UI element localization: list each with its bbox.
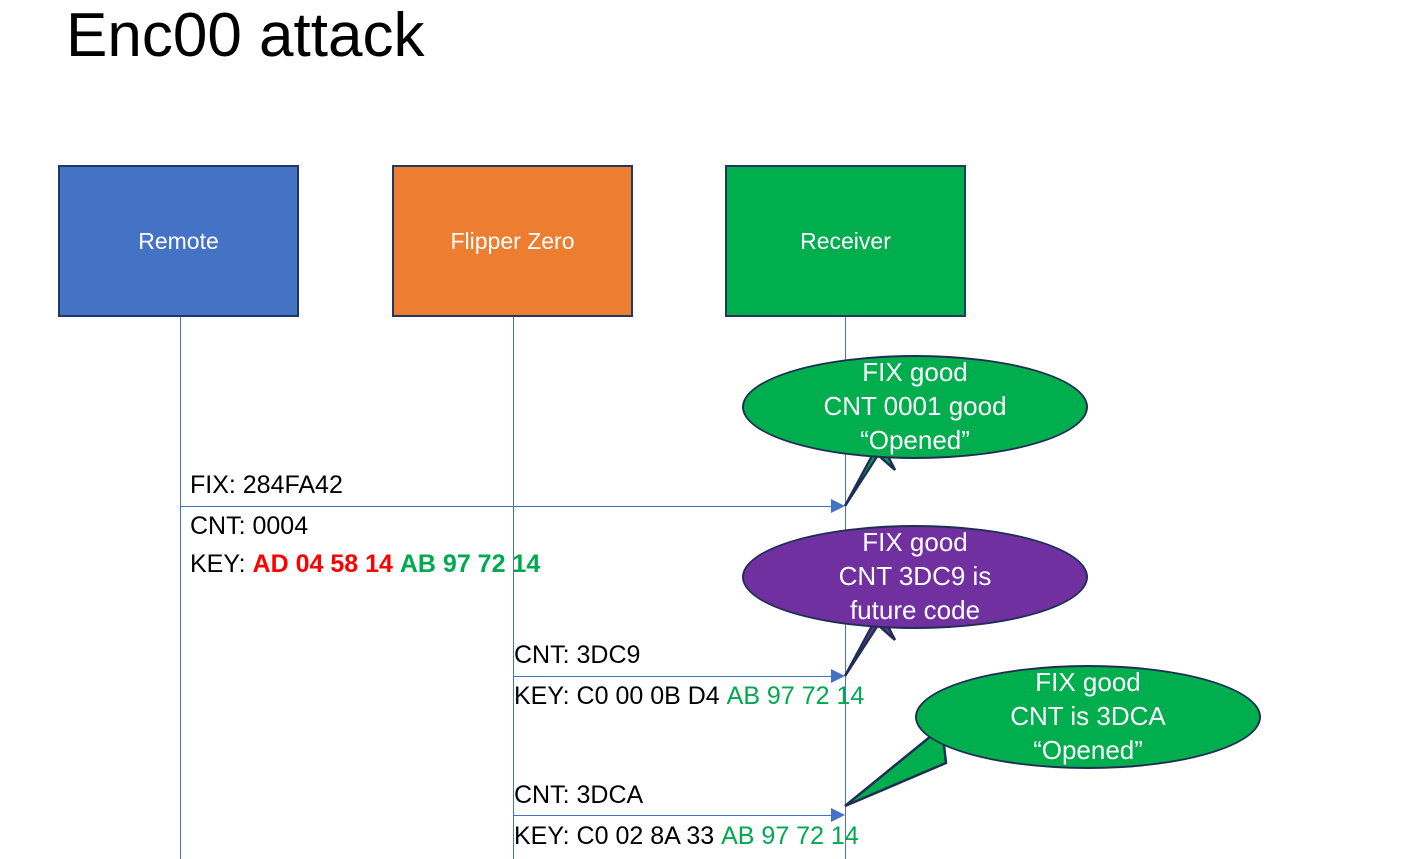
message-1-key-part2: AB 97 72 14: [399, 550, 541, 578]
lifeline-remote: [180, 317, 181, 859]
message-1-cnt-label: CNT: 0004: [190, 512, 309, 540]
message-2-key-part2: AB 97 72 14: [726, 682, 865, 710]
callout-1-line-3: “Opened”: [860, 424, 970, 455]
actor-label-flipper: Flipper Zero: [450, 227, 575, 254]
callout-3-line-2: CNT is 3DCA: [1010, 701, 1166, 732]
callout-3-line-1: FIX good: [1035, 667, 1141, 698]
lifeline-flipper: [513, 317, 514, 859]
message-1-key-part1: AD 04 58 14: [252, 550, 393, 578]
message-3-key-prefix: KEY:: [514, 822, 577, 850]
arrowhead-1-icon: [831, 499, 845, 513]
message-1-fix-label: FIX: 284FA42: [190, 471, 343, 499]
message-3-key-label: KEY: C0 02 8A 33 AB 97 72 14: [514, 822, 859, 850]
actor-label-receiver: Receiver: [800, 227, 891, 254]
actor-box-flipper[interactable]: Flipper Zero: [392, 165, 633, 317]
callout-1-line-1: FIX good: [862, 357, 968, 388]
callout-2-line-2: CNT 3DC9 is: [838, 561, 992, 592]
message-1-key-label: KEY: AD 04 58 14 AB 97 72 14: [190, 550, 540, 578]
message-1-key-prefix: KEY:: [190, 550, 253, 578]
message-arrow-3: [513, 815, 831, 816]
callout-1-line-2: CNT 0001 good: [823, 391, 1007, 422]
callout-bubble-2[interactable]: FIX good CNT 3DC9 is future code: [742, 525, 1088, 629]
message-2-key-prefix: KEY:: [514, 682, 577, 710]
actor-box-receiver[interactable]: Receiver: [725, 165, 966, 317]
arrowhead-3-icon: [831, 808, 845, 822]
actor-box-remote[interactable]: Remote: [58, 165, 299, 317]
callout-2-line-1: FIX good: [862, 527, 968, 558]
callout-3-line-3: “Opened”: [1033, 734, 1143, 765]
callout-bubble-1[interactable]: FIX good CNT 0001 good “Opened”: [742, 355, 1088, 459]
page-title: Enc00 attack: [66, 1, 425, 70]
message-2-cnt-label: CNT: 3DC9: [514, 641, 641, 669]
message-arrow-2: [513, 676, 831, 677]
callout-bubble-3[interactable]: FIX good CNT is 3DCA “Opened”: [915, 665, 1261, 769]
message-2-key-part1: C0 00 0B D4: [576, 682, 720, 710]
callout-2-line-3: future code: [849, 594, 981, 625]
message-2-key-label: KEY: C0 00 0B D4 AB 97 72 14: [514, 682, 864, 710]
message-3-key-part1: C0 02 8A 33: [576, 822, 715, 850]
message-3-cnt-label: CNT: 3DCA: [514, 781, 644, 809]
message-arrow-1: [180, 506, 831, 507]
arrowhead-2-icon: [831, 669, 845, 683]
actor-label-remote: Remote: [138, 227, 219, 254]
message-3-key-part2: AB 97 72 14: [721, 822, 859, 850]
